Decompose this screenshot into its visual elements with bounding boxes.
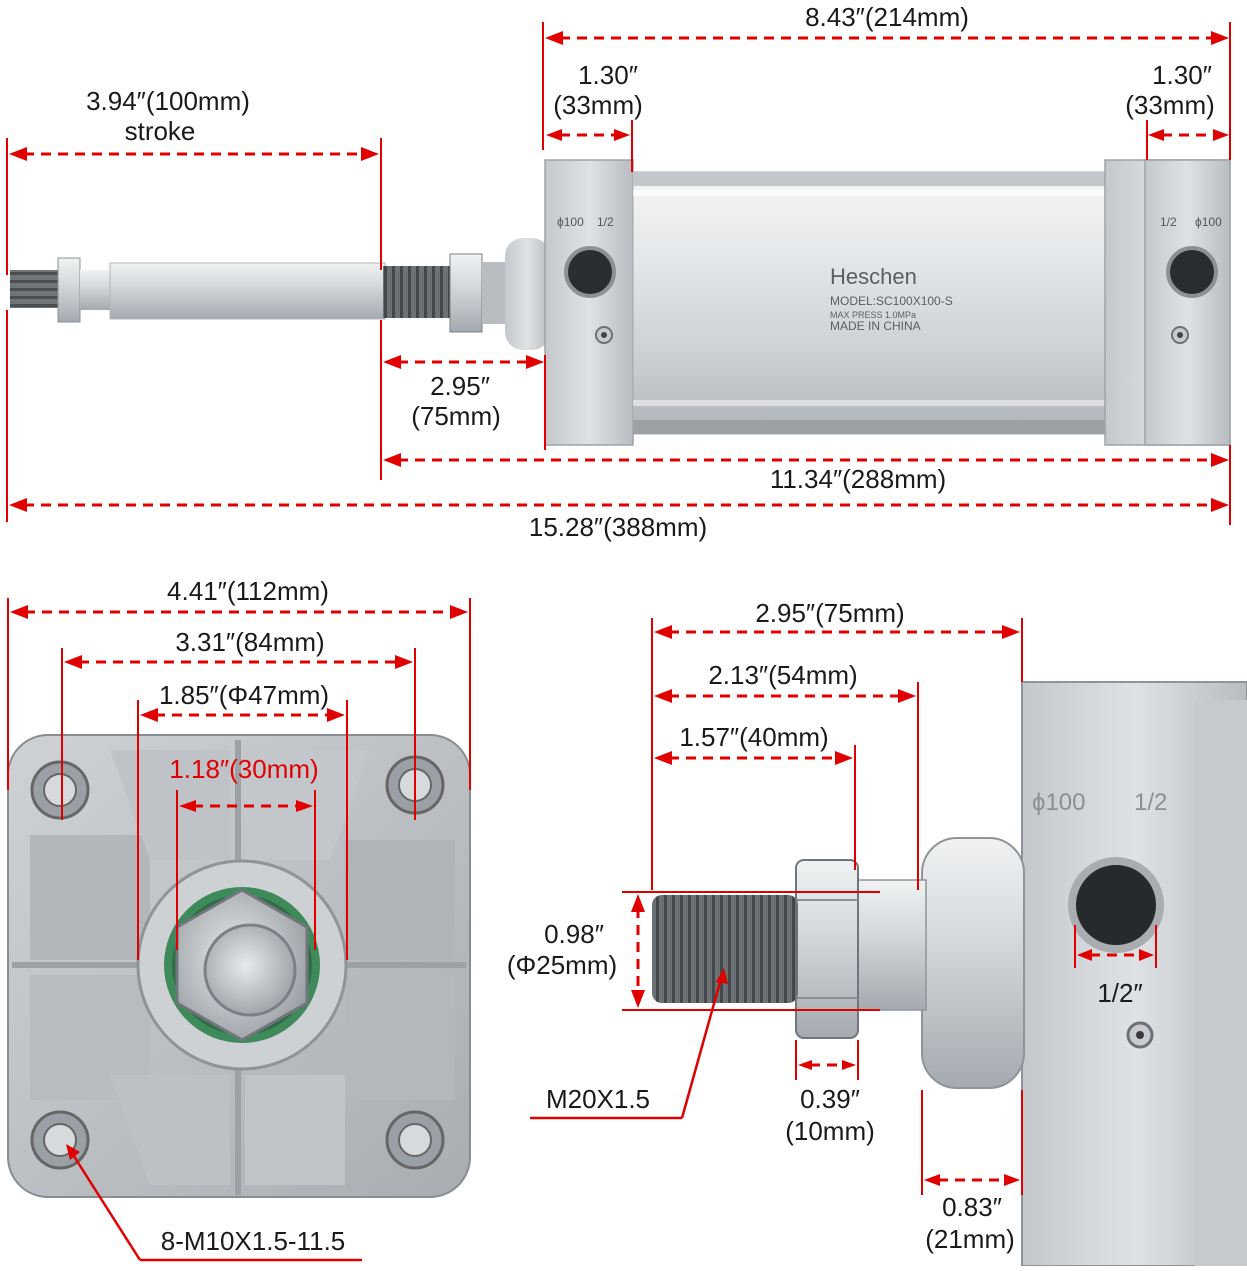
origin-label: MADE IN CHINA — [830, 319, 921, 333]
dim-overall-top: 8.43″(214mm) — [542, 2, 1231, 160]
dim-detail-boss-line1: 0.83″ — [942, 1192, 1002, 1222]
dim-overall-top-text: 8.43″(214mm) — [805, 2, 969, 32]
dim-left-cap-line1: 1.30″ — [578, 60, 638, 90]
dim-detail-nut-line1: 0.39″ — [800, 1084, 860, 1114]
dim-detail-thread-spec: M20X1.5 — [530, 968, 728, 1120]
dim-rod-extension: 2.95″ (75mm) — [380, 320, 546, 480]
dim-bolt-spacing-text: 3.31″(84mm) — [175, 627, 324, 657]
dim-rod-extension-line2: (75mm) — [411, 401, 501, 431]
dim-bolt-thread: 8-M10X1.5-11.5 — [66, 1144, 362, 1262]
dim-detail-thread-spec-text: M20X1.5 — [546, 1084, 650, 1114]
pressure-label: MAX PRESS 1.0MPa — [830, 310, 916, 320]
dim-left-cap: 1.30″ (33mm) — [546, 60, 643, 172]
top-side-view: ϕ100 1/2 Heschen MODEL:SC100X100-S MAX P… — [6, 2, 1231, 542]
dim-stroke-line2: stroke — [125, 116, 196, 146]
port-size-right: 1/2 — [1160, 215, 1177, 229]
dim-bolt-spacing: 3.31″(84mm) — [61, 627, 416, 820]
dim-stroke: 3.94″(100mm) stroke — [6, 86, 382, 275]
dim-stroke-line1: 3.94″(100mm) — [86, 86, 250, 116]
dim-left-cap-line2: (33mm) — [553, 90, 643, 120]
piston-rod — [10, 238, 550, 350]
model-label: MODEL:SC100X100-S — [830, 294, 953, 308]
dim-boss-dia: 1.85″(Φ47mm) — [137, 680, 348, 960]
dim-right-cap-line1: 1.30″ — [1152, 60, 1212, 90]
dim-total-length: 15.28″(388mm) — [6, 310, 1229, 542]
dim-detail-boss-line2: (21mm) — [925, 1224, 1015, 1254]
dim-detail-to-nut-text: 2.13″(54mm) — [708, 660, 857, 690]
dim-detail-boss: 0.83″ (21mm) — [921, 1090, 1023, 1254]
dim-end-width-text: 4.41″(112mm) — [167, 576, 329, 606]
dim-rod-dia: 1.18″(30mm) — [169, 754, 319, 950]
dim-detail-rod-total-text: 2.95″(75mm) — [755, 598, 904, 628]
dim-boss-dia-text: 1.85″(Φ47mm) — [159, 680, 329, 710]
dim-detail-port-text: 1/2″ — [1097, 978, 1142, 1008]
end-view: 4.41″(112mm) 3.31″(84mm) 1.85″(Φ47mm) — [7, 576, 471, 1262]
port-mark-right: ϕ100 — [1195, 215, 1222, 229]
dim-end-width: 4.41″(112mm) — [7, 576, 471, 790]
dim-total-length-text: 15.28″(388mm) — [529, 512, 707, 542]
dim-rod-extension-line1: 2.95″ — [430, 371, 490, 401]
detail-view: ϕ100 1/2 2.95″(75mm) 2.13″(54 — [507, 598, 1247, 1267]
dim-body-length-text: 11.34″(288mm) — [770, 464, 946, 494]
detail-port-mark: ϕ100 — [1032, 789, 1085, 816]
dim-detail-thread-len: 1.57″(40mm) — [654, 722, 856, 870]
dim-detail-thread-dia-line2: (Φ25mm) — [507, 950, 617, 980]
dim-body-length: 11.34″(288mm) — [383, 445, 1231, 525]
left-end-cap: ϕ100 1/2 — [544, 159, 634, 446]
brand-label: Heschen — [830, 264, 917, 289]
dim-detail-thread-dia-line1: 0.98″ — [544, 919, 604, 949]
dim-detail-rod-total: 2.95″(75mm) — [651, 598, 1023, 890]
dim-bolt-thread-text: 8-M10X1.5-11.5 — [161, 1226, 346, 1256]
port-size-left: 1/2 — [597, 215, 614, 229]
dim-right-cap: 1.30″ (33mm) — [1125, 60, 1229, 160]
detail-port-size: 1/2 — [1134, 789, 1167, 816]
dim-detail-nut-line2: (10mm) — [785, 1116, 875, 1146]
dim-detail-port: 1/2″ — [1074, 925, 1157, 1008]
cylinder-barrel: Heschen MODEL:SC100X100-S MAX PRESS 1.0M… — [632, 171, 1149, 435]
dim-right-cap-line2: (33mm) — [1125, 90, 1215, 120]
dim-detail-thread-dia: 0.98″ (Φ25mm) — [507, 891, 880, 1011]
dim-detail-thread-len-text: 1.57″(40mm) — [679, 722, 828, 752]
dim-rod-dia-text: 1.18″(30mm) — [169, 754, 318, 784]
port-mark-left: ϕ100 — [557, 215, 584, 229]
dim-detail-to-nut: 2.13″(54mm) — [654, 660, 919, 890]
right-end-cap: 1/2 ϕ100 — [1104, 159, 1231, 446]
dim-detail-nut: 0.39″ (10mm) — [785, 1040, 875, 1146]
